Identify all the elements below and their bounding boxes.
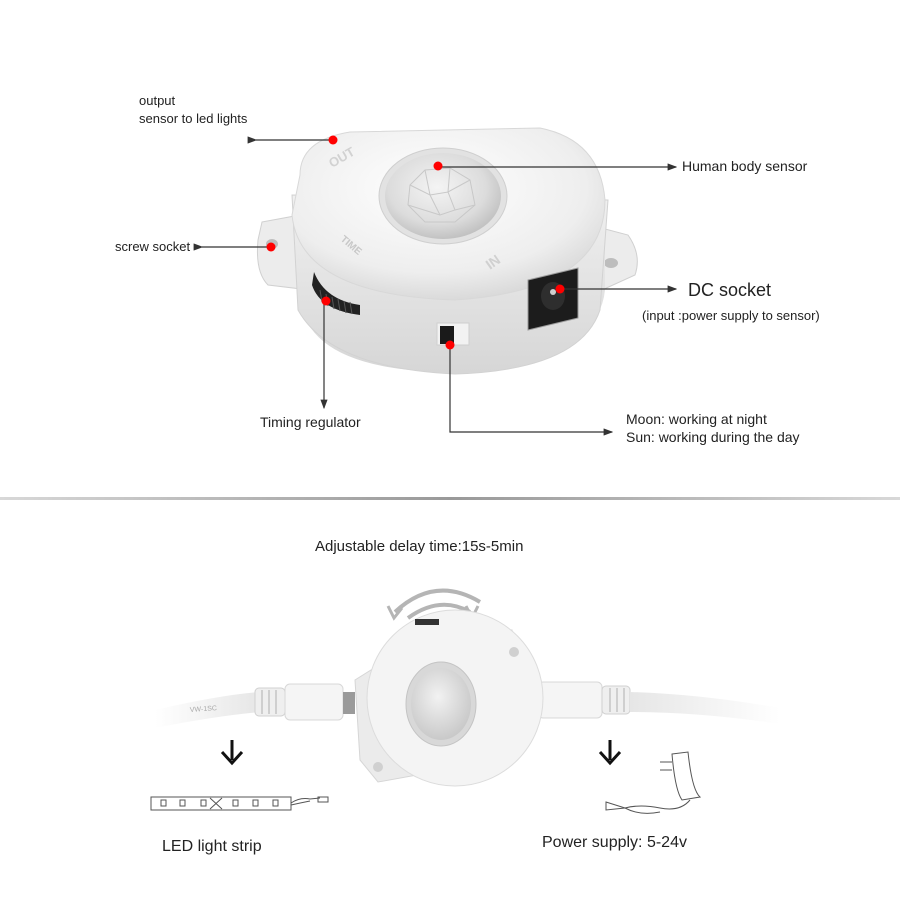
marker-timing xyxy=(321,296,331,306)
cable-print: VW-1SC xyxy=(190,705,218,714)
callout-mode-sun: Sun: working during the day xyxy=(626,429,800,445)
callout-human-body-sensor: Human body sensor xyxy=(682,158,808,174)
callout-dc-socket-title: DC socket xyxy=(688,280,772,300)
power-adapter-icon xyxy=(605,751,702,814)
callout-mode-moon: Moon: working at night xyxy=(626,411,767,427)
mode-switch xyxy=(436,322,470,346)
marker-dc xyxy=(555,284,565,294)
callout-dc-socket-subtitle: (input :power supply to sensor) xyxy=(642,308,820,323)
marker-output xyxy=(328,135,338,145)
right-cable xyxy=(524,681,780,724)
sensor-device-front xyxy=(354,609,544,787)
down-arrows xyxy=(220,740,622,766)
power-supply-label: Power supply: 5-24v xyxy=(542,834,687,851)
led-strip-icon xyxy=(150,796,329,811)
marker-switch xyxy=(445,340,455,350)
pir-dome xyxy=(378,147,508,245)
delay-time-heading: Adjustable delay time:15s-5min xyxy=(315,538,524,555)
sensor-device-illustration: OUT TIME IN xyxy=(193,127,678,436)
led-strip-label: LED light strip xyxy=(162,838,262,855)
left-cable: VW-1SC xyxy=(155,683,355,728)
red-markers xyxy=(266,135,565,350)
arrow-down-left-icon xyxy=(220,740,244,766)
marker-screw xyxy=(266,242,276,252)
leader-lines xyxy=(193,136,678,436)
marker-sensor xyxy=(433,161,443,171)
callout-output: output sensor to led lights xyxy=(139,92,247,128)
callout-screw-socket: screw socket xyxy=(115,239,191,254)
callout-timing-regulator: Timing regulator xyxy=(260,414,361,430)
arrow-down-right-icon xyxy=(598,740,622,766)
callout-output-line2: sensor to led lights xyxy=(139,111,248,126)
section-divider xyxy=(0,497,900,500)
callout-output-line1: output xyxy=(139,93,176,108)
callout-mode-switch: Moon: working at night Sun: working duri… xyxy=(626,410,800,446)
